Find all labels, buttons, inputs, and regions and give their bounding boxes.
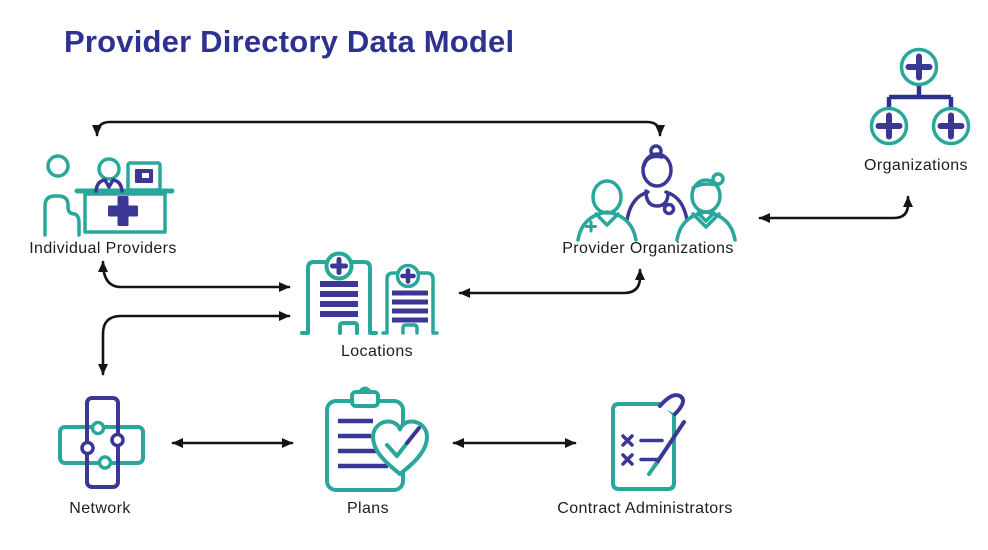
provider-organizations-label: Provider Organizations: [562, 240, 734, 257]
clipboard-heart-icon: [325, 386, 429, 492]
edge-provider-organizations-organizations: [758, 195, 913, 223]
organizations-label: Organizations: [864, 157, 968, 174]
contract-administrators-label: Contract Administrators: [557, 500, 733, 517]
contract-pen-icon: [611, 393, 686, 491]
page-title: Provider Directory Data Model: [64, 24, 515, 59]
edge-locations-provider-organizations: [458, 268, 645, 298]
network-label: Network: [69, 500, 131, 517]
reception-desk-icon: [43, 154, 175, 237]
org-chart-icon: [869, 47, 971, 146]
locations-label: Locations: [340, 343, 414, 360]
edge-individual-providers-locations: [98, 260, 291, 292]
individual-providers-label: Individual Providers: [29, 240, 177, 257]
medical-team-icon: [576, 144, 737, 242]
network-cross-icon: [58, 396, 145, 489]
hospital-buildings-icon: [300, 251, 439, 335]
edge-individual-providers-provider-organizations: [92, 120, 665, 137]
plans-label: Plans: [346, 500, 390, 517]
edge-locations-network: [98, 311, 291, 376]
